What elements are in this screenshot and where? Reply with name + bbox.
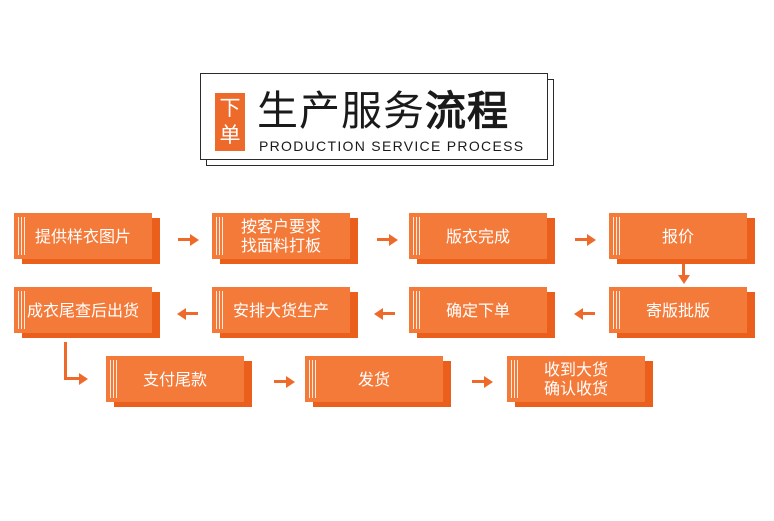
- title-bold: 流程: [425, 87, 509, 135]
- step-label: 按客户要求 找面料打板: [240, 217, 321, 255]
- step-box: 报价: [609, 213, 747, 259]
- header-frame: 下 单 生产服务流程 PRODUCTION SERVICE PROCESS: [200, 73, 548, 160]
- step-label: 报价: [661, 226, 694, 246]
- step-arrange-mass-production: 安排大货生产: [212, 287, 358, 338]
- step-label: 安排大货生产: [232, 300, 329, 320]
- badge-line-1: 下: [219, 96, 241, 120]
- step-label: 支付尾款: [142, 369, 207, 389]
- step-box: 支付尾款: [106, 356, 244, 402]
- title-normal: 生产服务: [257, 87, 425, 135]
- badge-line-2: 单: [219, 123, 241, 147]
- step-sample-complete: 版衣完成: [409, 213, 555, 264]
- step-label: 收到大货 确认收货: [543, 360, 608, 398]
- page-subtitle: PRODUCTION SERVICE PROCESS: [259, 138, 525, 154]
- step-label: 版衣完成: [445, 226, 510, 246]
- step-box: 提供样衣图片: [14, 213, 152, 259]
- step-label: 提供样衣图片: [34, 226, 131, 246]
- step-label: 成衣尾查后出货: [26, 300, 139, 320]
- step-label: 寄版批版: [645, 300, 710, 320]
- step-box: 确定下单: [409, 287, 547, 333]
- step-final-inspection-ship: 成衣尾查后出货: [14, 287, 160, 338]
- step-ship-goods: 发货: [305, 356, 451, 407]
- order-badge: 下 单: [215, 93, 245, 151]
- step-box: 寄版批版: [609, 287, 747, 333]
- step-pay-balance: 支付尾款: [106, 356, 252, 407]
- step-box: 按客户要求 找面料打板: [212, 213, 350, 259]
- step-box: 发货: [305, 356, 443, 402]
- page-title: 生产服务流程: [257, 87, 509, 135]
- step-box: 安排大货生产: [212, 287, 350, 333]
- step-provide-sample-images: 提供样衣图片: [14, 213, 160, 264]
- step-confirm-order: 确定下单: [409, 287, 555, 338]
- step-send-sample-approve: 寄版批版: [609, 287, 755, 338]
- step-receive-confirm: 收到大货 确认收货: [507, 356, 653, 407]
- step-label: 发货: [357, 369, 390, 389]
- step-find-fabric-make-pattern: 按客户要求 找面料打板: [212, 213, 358, 264]
- step-box: 成衣尾查后出货: [14, 287, 152, 333]
- step-box: 收到大货 确认收货: [507, 356, 645, 402]
- step-label: 确定下单: [445, 300, 510, 320]
- step-quotation: 报价: [609, 213, 755, 264]
- step-box: 版衣完成: [409, 213, 547, 259]
